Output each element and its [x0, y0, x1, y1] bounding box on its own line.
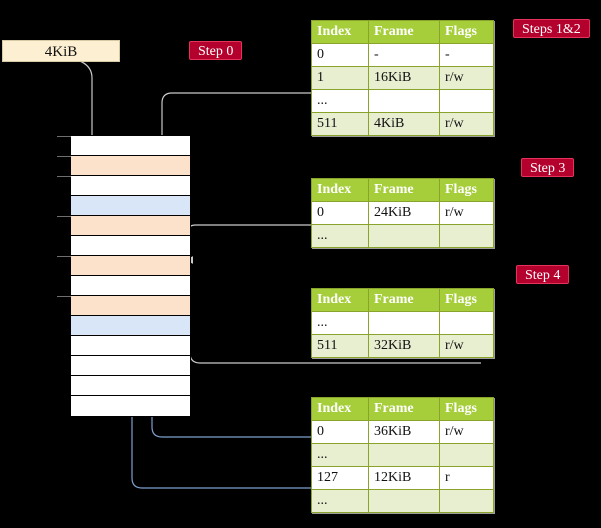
column-header: Index [311, 397, 369, 421]
memory-frame-row [57, 176, 190, 196]
column-header: Frame [368, 178, 440, 202]
table-row: ... [311, 311, 494, 335]
column-header: Frame [368, 20, 440, 44]
memory-tick-mark [57, 296, 71, 297]
memory-tick-mark [57, 256, 71, 257]
memory-frame-row [57, 156, 190, 176]
table-cell: r/w [439, 334, 494, 358]
table-cell: ... [311, 311, 369, 335]
memory-frame-row [57, 296, 190, 316]
column-header: Index [311, 288, 369, 312]
table-row: 0-- [311, 43, 494, 67]
table-row: ... [311, 89, 494, 113]
memory-frame-row [71, 376, 190, 396]
column-header: Frame [368, 288, 440, 312]
table-cell: 12KiB [368, 466, 440, 490]
table-cell [439, 311, 494, 335]
memory-frame-row [71, 196, 190, 216]
table-cell [368, 443, 440, 467]
table-cell: 36KiB [368, 420, 440, 444]
table-cell [439, 489, 494, 513]
column-header: Flags [439, 178, 494, 202]
table-cell: r/w [439, 420, 494, 444]
column-header: Flags [439, 20, 494, 44]
column-header: Frame [368, 397, 440, 421]
table-cell [368, 311, 440, 335]
table-cell: 4KiB [368, 112, 440, 136]
table-cell: ... [311, 89, 369, 113]
memory-frame-row [71, 236, 190, 256]
table-cell: r/w [439, 112, 494, 136]
column-header: Index [311, 20, 369, 44]
table-cell: 32KiB [368, 334, 440, 358]
memory-frame-row [71, 336, 190, 356]
table-cell [368, 224, 440, 248]
table-cell: 1 [311, 66, 369, 90]
physical-memory-column [57, 135, 191, 417]
column-header: Flags [439, 397, 494, 421]
table-cell: r [439, 466, 494, 490]
table-cell [439, 224, 494, 248]
steps-1-2-badge: Steps 1&2 [513, 19, 590, 38]
memory-tick-mark [57, 156, 71, 157]
wire-memory-mid [190, 255, 206, 265]
step-3-badge: Step 3 [521, 158, 575, 177]
step-0-badge: Step 0 [189, 41, 243, 60]
memory-tick-mark [57, 216, 71, 217]
memory-frame-row [71, 396, 190, 416]
table-row: ... [311, 224, 494, 248]
table-cell: r/w [439, 66, 494, 90]
memory-frame-row [71, 276, 190, 296]
table-cell: 0 [311, 420, 369, 444]
table-cell: - [439, 43, 494, 67]
table-cell: 511 [311, 112, 369, 136]
table-cell: ... [311, 489, 369, 513]
table-cell: ... [311, 224, 369, 248]
table-cell: 127 [311, 466, 369, 490]
memory-tick-mark [57, 136, 71, 137]
column-header: Flags [439, 288, 494, 312]
memory-tick-mark [57, 176, 71, 177]
table-cell [368, 89, 440, 113]
frame-size-label: 4KiB [2, 40, 120, 62]
memory-frame-row [71, 316, 190, 336]
table-cell: 511 [311, 334, 369, 358]
table-cell: 16KiB [368, 66, 440, 90]
table-row: ... [311, 489, 494, 513]
table-cell: - [368, 43, 440, 67]
table-cell [439, 89, 494, 113]
memory-frame-row [57, 216, 190, 236]
table-cell [439, 443, 494, 467]
table-cell: 0 [311, 43, 369, 67]
table-cell: 0 [311, 201, 369, 225]
table-cell: ... [311, 443, 369, 467]
table-cell [368, 489, 440, 513]
column-header: Index [311, 178, 369, 202]
table-cell: 24KiB [368, 201, 440, 225]
memory-frame-row [57, 256, 190, 276]
table-cell: r/w [439, 201, 494, 225]
memory-frame-row [71, 356, 190, 376]
step-4-badge: Step 4 [516, 265, 570, 284]
table-row: ... [311, 443, 494, 467]
memory-frame-row [57, 136, 190, 156]
